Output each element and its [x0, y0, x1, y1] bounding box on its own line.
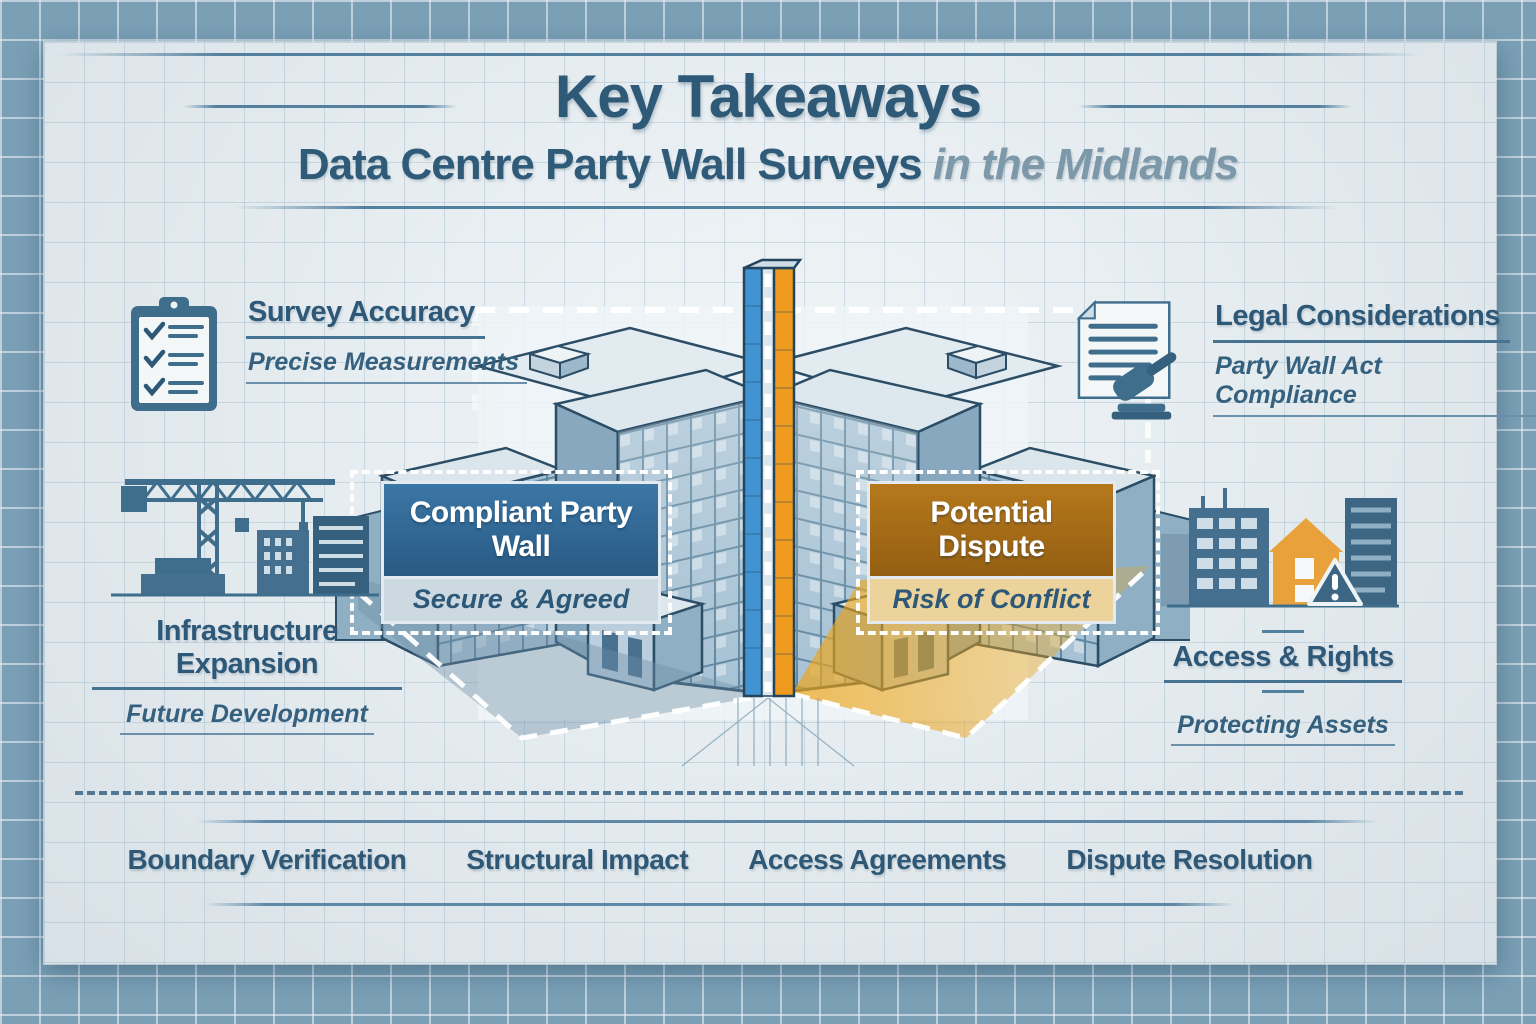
feature-sub: Party Wall Act Compliance [1213, 343, 1536, 417]
compliant-party-wall-label: Compliant Party Wall Secure & Agreed [350, 470, 672, 635]
footer-terms: Boundary Verification Structural Impact … [128, 836, 1313, 884]
header-top-rule [58, 53, 1420, 56]
feature-heading: Survey Accuracy [246, 296, 485, 339]
subtitle-underline [233, 206, 1338, 209]
feature-sub: Future Development [120, 690, 374, 735]
feature-sub: Protecting Assets [1171, 701, 1395, 746]
feature-survey-accuracy: Survey Accuracy Precise Measurements [128, 296, 527, 414]
feature-infrastructure-expansion: Infrastructure Expansion Future Developm… [92, 462, 402, 735]
feature-heading: Infrastructure Expansion [92, 615, 402, 690]
footer-item: Structural Impact [466, 844, 689, 875]
buildings-warning-icon [1161, 488, 1399, 608]
survey-zone-dashed-outline [472, 307, 1151, 463]
subtitle-accent: in the Midlands [932, 140, 1239, 189]
footer-top-rule [196, 820, 1378, 823]
dispute-label-sub: Risk of Conflict [867, 579, 1116, 624]
clipboard-checklist-icon [131, 297, 217, 411]
feature-sub: Precise Measurements [246, 339, 527, 384]
footer-item: Dispute Resolution [1066, 844, 1313, 875]
feature-legal-considerations: Legal Considerations Party Wall Act Comp… [1072, 300, 1536, 422]
boundary-dashed-line [75, 791, 1463, 795]
page-title: Key Takeaways [554, 63, 982, 130]
feature-access-rights: Access & Rights Protecting Assets [1158, 486, 1408, 746]
feature-heading: Access & Rights [1164, 641, 1402, 683]
compliant-label-heading: Compliant Party Wall [381, 481, 661, 579]
title-flank-line-right [1078, 105, 1352, 108]
title-flank-line-left [183, 105, 457, 108]
footer-item: Access Agreements [748, 844, 1007, 875]
gavel [1113, 352, 1177, 401]
feature-heading: Legal Considerations [1213, 300, 1510, 343]
dispute-label-heading: Potential Dispute [867, 481, 1116, 579]
footer-bottom-rule [205, 903, 1235, 906]
potential-dispute-label: Potential Dispute Risk of Conflict [856, 470, 1160, 635]
subtitle-main: Data Centre Party Wall Surveys [297, 140, 933, 189]
warning-triangle-icon [1307, 558, 1363, 606]
flank-line [1262, 630, 1304, 634]
projection-lines [681, 697, 855, 767]
compliant-label-sub: Secure & Agreed [381, 579, 661, 624]
footer-item: Boundary Verification [127, 844, 407, 875]
document-gavel-icon [1076, 300, 1177, 420]
party-wall-divider [742, 258, 803, 698]
construction-crane-icon [111, 479, 379, 597]
flank-line [1262, 690, 1304, 694]
page-subtitle: Data Centre Party Wall Surveys in the Mi… [0, 140, 1536, 190]
